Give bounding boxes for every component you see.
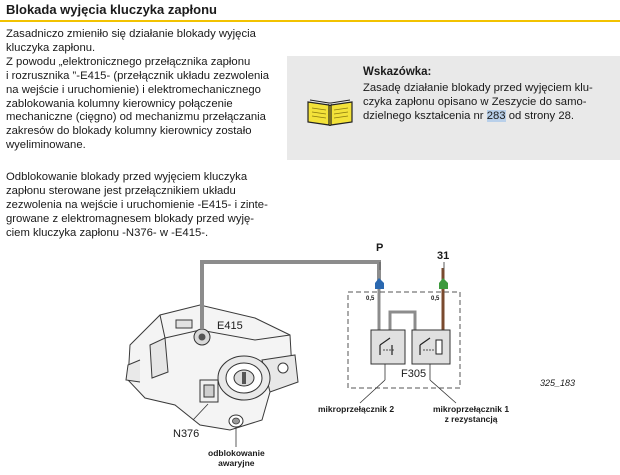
text-line: czyka zapłonu opisano w Zeszycie do samo… — [363, 95, 587, 108]
label-p: P — [376, 242, 384, 254]
text-line: kluczyka zapłonu. — [6, 41, 96, 54]
text-line: dzielnego kształcenia nr — [363, 109, 487, 122]
text-line: growane z elektromagnesem blokady przed … — [6, 212, 255, 225]
micro2-leader-b — [359, 379, 386, 404]
text-line: mechaniczne (cięgno) od mechanizmu przeł… — [6, 111, 266, 124]
e415-switch-symbol — [193, 328, 211, 346]
lock-cylinder — [217, 355, 271, 401]
text-line: z rezystancją — [444, 414, 498, 424]
emergency-release-button — [228, 414, 244, 447]
unlock-paragraph: Odblokowanie blokady przed wyjęciem kluc… — [6, 171, 288, 241]
text-line: zapłonu sterowane jest przełącznikiem uk… — [6, 184, 236, 197]
label-e415: E415 — [217, 320, 243, 332]
connector-blue — [375, 278, 384, 289]
book-icon — [307, 99, 353, 126]
page-title: Blokada wyjęcia kluczyka zapłonu — [6, 2, 217, 17]
pin-label: 0,5 — [366, 296, 375, 302]
pin-label: 0,5 — [431, 296, 440, 302]
text-line: Odblokowanie blokady przed wyjęciem kluc… — [6, 171, 248, 183]
label-microswitch-2: mikroprzełącznik 2 — [318, 404, 395, 414]
text-line: awaryjne — [218, 458, 255, 468]
text-line: Zasadę działanie blokady przed wyjęciem … — [363, 82, 593, 94]
microswitch-1 — [411, 329, 451, 365]
title-underline — [0, 20, 620, 22]
text-line: Zasadniczo zmieniło się działanie blokad… — [6, 28, 256, 40]
text-line: mikroprzełącznik 1 — [433, 404, 510, 414]
wire-link — [388, 310, 417, 331]
highlighted-number: 283 — [486, 109, 506, 122]
text-line: od strony 28. — [505, 109, 575, 122]
label-emergency-release: odblokowanie awaryjne — [208, 448, 265, 468]
hint-text: Zasadę działanie blokady przed wyjęciem … — [363, 82, 613, 124]
micro1-leader-b — [429, 379, 457, 404]
text-line: odblokowanie — [208, 448, 265, 458]
n376-leader — [192, 403, 209, 421]
label-31: 31 — [437, 250, 450, 262]
text-line: zakresów do blokady kolumny kierownicy z… — [6, 125, 252, 138]
text-line: zezwolenia na wejście i uruchomienie -E4… — [6, 198, 268, 211]
ignition-lock-housing — [125, 304, 299, 431]
hint-box: Wskazówka: Zasadę działanie blokady prze… — [287, 56, 620, 160]
label-n376: N376 — [173, 428, 200, 440]
hint-heading: Wskazówka: — [363, 66, 432, 78]
intro-paragraph: Zasadniczo zmieniło się działanie blokad… — [6, 28, 288, 153]
figure-reference: 325_183 — [540, 378, 576, 388]
text-line: i rozrusznika ”-E415- (przełącznik układ… — [6, 69, 270, 82]
text-line: na wejście i uruchomienie) i elektromech… — [6, 83, 261, 96]
n376-solenoid — [199, 379, 219, 403]
text-line: zablokowania kolumny kierownicy połączen… — [6, 97, 233, 110]
label-f305: F305 — [401, 368, 427, 380]
label-microswitch-1: mikroprzełącznik 1 z rezystancją — [433, 404, 509, 424]
microswitch-2 — [370, 329, 406, 365]
text-line: wyeliminowane. — [6, 139, 86, 152]
text-line: ciem kluczyka zapłonu -N376- w -E415-. — [6, 226, 209, 239]
connector-green — [439, 278, 448, 289]
text-line: Z powodu „elektronicznego przełącznika z… — [6, 55, 251, 68]
wire-p — [200, 260, 381, 329]
f305-boundary — [347, 291, 461, 389]
